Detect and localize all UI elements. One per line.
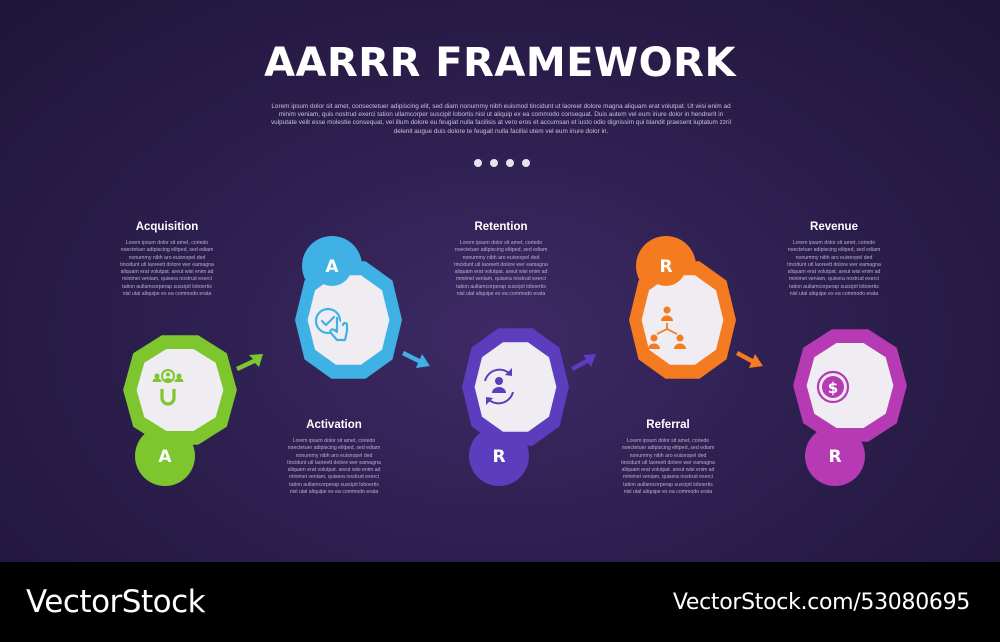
stage-4-description: Lorem ipsum dolor sit amet, coriedo noec…: [621, 438, 715, 496]
stage-4-badge: [646, 246, 686, 286]
stage-5-letter: R: [828, 447, 841, 467]
stage-retention: R: [462, 328, 569, 486]
stage-revenue: R $: [793, 329, 907, 486]
stage-5-octagon-inner: [806, 343, 894, 428]
intro-paragraph: Lorem ipsum dolor sit amet, consectetuer…: [270, 103, 731, 135]
stage-2-badge: [312, 246, 352, 286]
dot: [522, 159, 530, 167]
arrow-4: [736, 351, 763, 368]
stage-3-title: Retention: [474, 221, 528, 233]
stage-3-letter: R: [492, 447, 505, 467]
page-title: AARRR FRAMEWORK: [264, 40, 736, 86]
stage-activation: A: [295, 236, 402, 379]
stage-4-letter: R: [659, 257, 672, 277]
infographic-canvas: AARRR FRAMEWORK Lorem ipsum dolor sit am…: [0, 0, 1000, 562]
stage-1-badge: [145, 436, 185, 476]
dot: [490, 159, 498, 167]
magnet-users-icon: [152, 369, 184, 406]
stage-3-badge: [479, 436, 519, 476]
stage-5-description: Lorem ipsum dolor sit amet, coriedo noec…: [787, 240, 881, 298]
stage-2-letter: A: [325, 257, 339, 277]
stage-1-letter: A: [158, 447, 172, 467]
stage-2-octagon-inner: [307, 275, 390, 365]
dollar-coin-icon: $: [816, 370, 850, 404]
arrow-3: [571, 354, 596, 371]
svg-text:$: $: [828, 379, 838, 397]
stage-2-description: Lorem ipsum dolor sit amet, coriedo noec…: [287, 438, 381, 496]
arrow-2: [402, 351, 430, 368]
funnel-diagram: A A: [123, 236, 907, 486]
user-cycle-icon: [484, 368, 514, 405]
dot: [506, 159, 514, 167]
stage-4-title: Referral: [646, 419, 690, 431]
stage-4-octagon-inner: [641, 275, 724, 365]
watermark-footer: [0, 562, 1000, 642]
stage-acquisition: A: [123, 335, 237, 486]
stage-5-badge: [815, 436, 855, 476]
stage-2-title: Activation: [306, 419, 362, 431]
stage-1-title: Acquisition: [135, 221, 199, 233]
image-credit: VectorStock.com/53080695: [672, 590, 970, 615]
brand-logo: VectorStock: [26, 584, 206, 620]
network-users-icon: [648, 306, 686, 349]
dot: [474, 159, 482, 167]
stage-referral: R: [629, 236, 736, 379]
stage-3-octagon-inner: [474, 342, 557, 432]
stage-3-description: Lorem ipsum dolor sit amet, coriedo noec…: [454, 240, 548, 298]
stage-1-octagon-inner: [136, 349, 224, 431]
stage-1-description: Lorem ipsum dolor sit amet, coriedo noec…: [120, 240, 214, 298]
stage-5-title: Revenue: [810, 221, 858, 233]
arrow-1: [236, 354, 263, 371]
check-hand-icon: [314, 307, 349, 342]
pagination-dots: [474, 159, 530, 167]
